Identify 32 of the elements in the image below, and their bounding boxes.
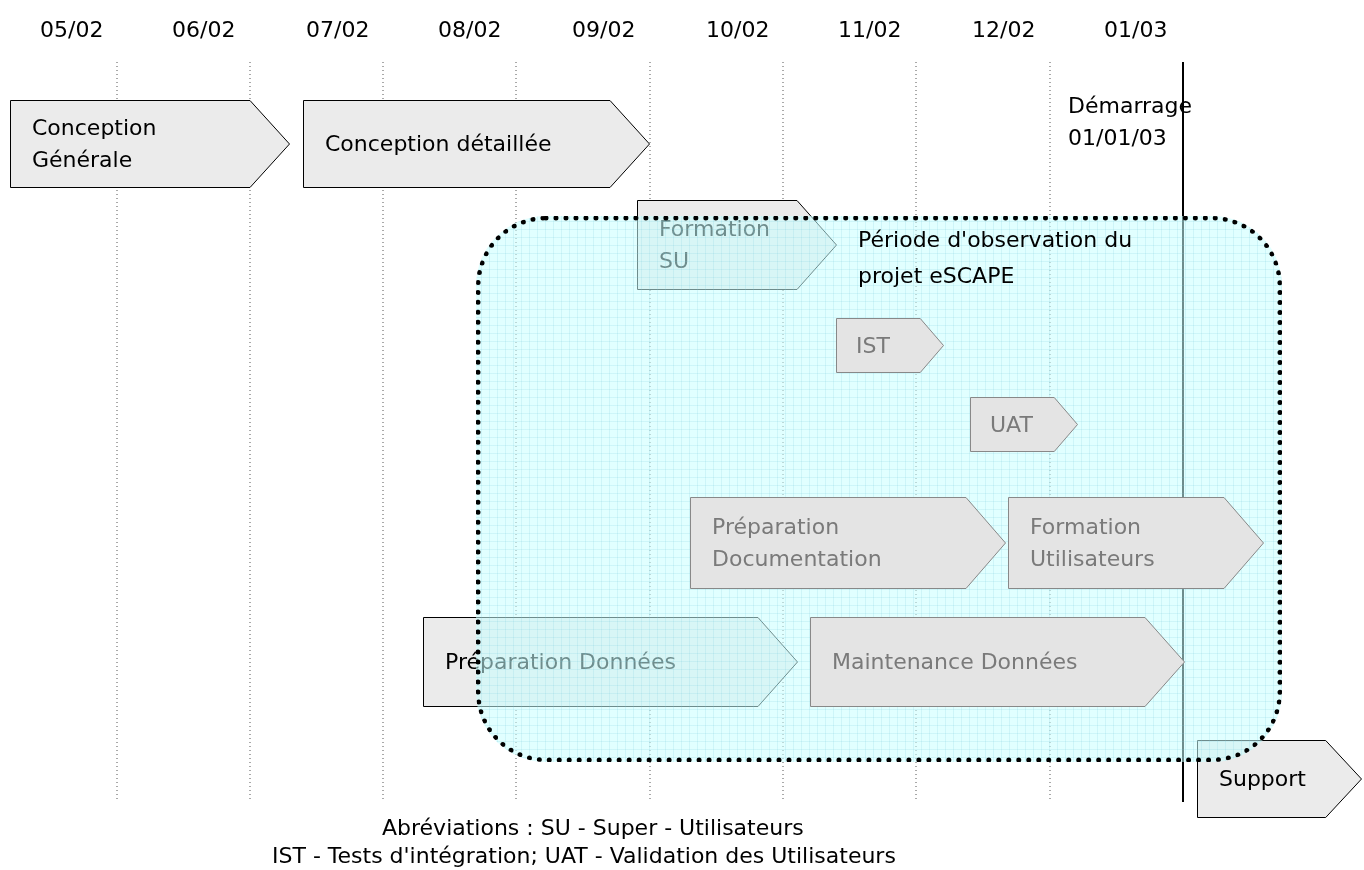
phase-bar (690, 497, 1006, 589)
phase-bar (637, 200, 837, 290)
date-label: 10/02 (706, 16, 770, 44)
phase-label: Préparation Données (445, 648, 677, 676)
phase-label: Conception Générale (32, 114, 158, 174)
date-label: 05/02 (40, 16, 104, 44)
date-label: 12/02 (972, 16, 1036, 44)
footnote: Abréviations : SU - Super - Utilisateurs (382, 814, 804, 842)
footnote: IST - Tests d'intégration; UAT - Validation des Utilisateurs (272, 842, 896, 870)
phase-label: UAT (990, 410, 1034, 439)
phase-bar (303, 100, 650, 188)
area-title: Période d'observation du projet eSCAPE (858, 226, 1134, 290)
date-label: 08/02 (438, 16, 502, 44)
phase-bar (836, 318, 944, 373)
phase-label: Formation SU (659, 215, 772, 275)
phase-bar (1197, 740, 1362, 818)
phase-bar (810, 617, 1185, 707)
phase-label: Préparation Documentation (712, 513, 883, 573)
date-label: 07/02 (306, 16, 370, 44)
phase-label: Support (1219, 765, 1307, 793)
phase-bar (1008, 497, 1264, 589)
phase-bar (970, 397, 1078, 452)
phase-label: Formation Utilisateurs (1030, 513, 1156, 573)
phase-bar (423, 617, 798, 707)
phase-bar (10, 100, 290, 188)
date-label: 01/03 (1104, 16, 1168, 44)
date-label: 09/02 (572, 16, 636, 44)
phase-label: IST (856, 331, 891, 360)
phase-label: Conception détaillée (325, 130, 553, 158)
date-label: 11/02 (838, 16, 902, 44)
phase-label: Maintenance Données (832, 648, 1079, 676)
date-label: 06/02 (172, 16, 236, 44)
